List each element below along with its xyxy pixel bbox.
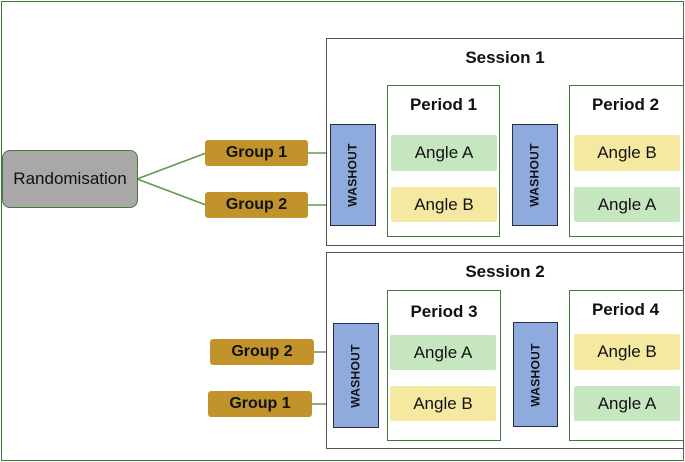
s2-washout-1-label: WASHOUT (349, 343, 363, 408)
s1-group-row1-label: Group 1 (225, 144, 288, 161)
s1-washout-1: WASHOUT (330, 124, 376, 226)
period-2-angle-row2-label: Angle A (597, 194, 657, 214)
session-1-title: Session 1 (465, 48, 545, 67)
s1-washout-2-label: WASHOUT (528, 143, 542, 207)
s1-washout-2: WASHOUT (512, 124, 558, 226)
s2-washout-2-label: WASHOUT (528, 342, 543, 407)
randomisation-node: Randomisation (2, 150, 138, 208)
period-1-angle-row1: Angle A (391, 135, 497, 171)
s1-group-row2: Group 2 (205, 192, 308, 218)
connector-rand-group1 (136, 152, 207, 180)
s2-group-row2: Group 1 (208, 391, 312, 417)
s2-washout-1: WASHOUT (333, 323, 379, 428)
s2-group-row1: Group 2 (210, 339, 314, 365)
s2-group-row1-label: Group 2 (231, 343, 293, 360)
period-1-title: Period 1 (409, 95, 478, 114)
period-1-angle-row2-label: Angle B (414, 194, 474, 214)
randomisation-label: Randomisation (13, 169, 127, 188)
s1-group-row2-label: Group 2 (225, 196, 288, 213)
period-1-angle-row1-label: Angle A (414, 143, 474, 162)
period-3-angle-row1: Angle A (390, 335, 496, 370)
period-3-title: Period 3 (410, 302, 478, 321)
connector-rand-group2 (136, 178, 207, 206)
period-1-angle-row2: Angle B (391, 187, 497, 222)
period-4-angle-row1-label: Angle B (597, 342, 657, 361)
s1-group-row1: Group 1 (205, 140, 308, 166)
period-4-angle-row2-label: Angle A (597, 393, 657, 413)
session-2-title: Session 2 (465, 262, 545, 281)
period-4-angle-row2: Angle A (574, 386, 680, 421)
period-2-angle-row1-label: Angle B (597, 143, 657, 162)
s1-washout-1-label: WASHOUT (346, 143, 360, 207)
period-4-angle-row1: Angle B (574, 334, 680, 370)
period-3-angle-row2-label: Angle B (413, 393, 473, 413)
period-4-title: Period 4 (591, 300, 660, 319)
s2-washout-2: WASHOUT (513, 322, 558, 427)
s2-group-row2-label: Group 1 (229, 395, 291, 412)
period-3-angle-row1-label: Angle A (413, 342, 473, 362)
period-2-angle-row1: Angle B (574, 135, 680, 171)
period-3-angle-row2: Angle B (390, 386, 496, 421)
period-2-title: Period 2 (591, 95, 660, 114)
period-2-angle-row2: Angle A (574, 187, 680, 222)
